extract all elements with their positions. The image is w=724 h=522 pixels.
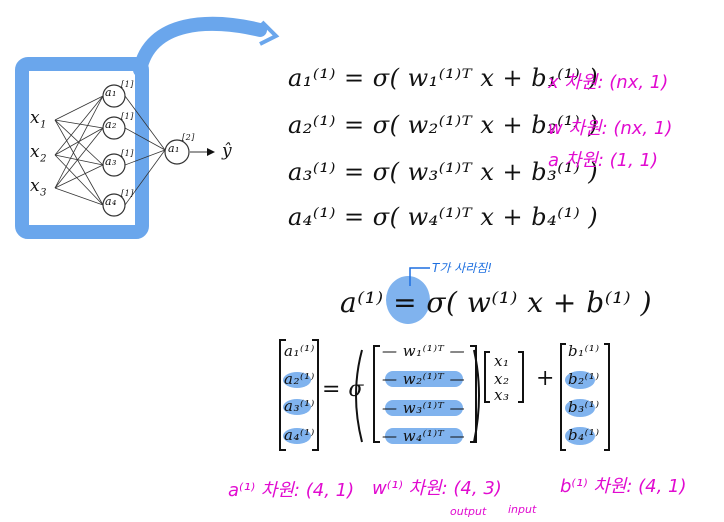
- hidden-sup-4: [1]: [121, 189, 134, 198]
- input-x1: x1: [30, 108, 47, 131]
- hidden-node-4-label: a₄: [105, 195, 117, 208]
- b-col-1: b₁⁽¹⁾: [568, 342, 600, 360]
- b-shape-note: b⁽¹⁾ 차원: (4, 1): [560, 476, 687, 497]
- vectorized-equation: a⁽¹⁾ = σ( w⁽¹⁾ x + b⁽¹⁾ ): [340, 286, 652, 319]
- hidden-sup-1: [1]: [121, 80, 134, 89]
- plus-sign: +: [536, 366, 555, 391]
- matrix-brackets: [279, 339, 610, 451]
- transpose-note: T가 사라짐!: [432, 261, 493, 275]
- a-col-4: a₄⁽¹⁾: [284, 426, 315, 444]
- hidden-node-1-label: a₁: [105, 86, 117, 99]
- w-row-3: — w₃⁽¹⁾ᵀ —: [382, 399, 466, 417]
- x-col-2: x₂: [494, 370, 510, 388]
- w-row-1: — w₁⁽¹⁾ᵀ —: [382, 342, 466, 360]
- equals-sigma: = σ: [322, 377, 364, 402]
- a-dimension-note: a 차원: (1, 1): [548, 150, 659, 171]
- output-sup: [2]: [182, 133, 195, 142]
- transpose-note-arrow: [409, 267, 430, 286]
- output-node: [164, 139, 190, 165]
- highlight-blobs: [283, 276, 595, 445]
- highlight-arrow: [133, 16, 267, 77]
- hidden-node-3-label: a₃: [105, 155, 117, 168]
- hidden-sup-3: [1]: [121, 149, 134, 158]
- output-node-label: a₁: [168, 142, 180, 155]
- a-col-3: a₃⁽¹⁾: [284, 397, 315, 415]
- highlight-arrow-head: [259, 20, 280, 46]
- w-dimension-note: w 차원: (nx, 1): [548, 118, 673, 139]
- b-col-4: b₄⁽¹⁾: [568, 426, 600, 444]
- x-col-1: x₁: [494, 352, 510, 370]
- input-hidden-connections: [54, 95, 104, 206]
- input-x2: x2: [30, 142, 47, 165]
- w-row-4: — w₄⁽¹⁾ᵀ —: [382, 427, 466, 445]
- equation-3: a₃⁽¹⁾ = σ( w₃⁽¹⁾ᵀ x + b₃⁽¹⁾ ): [288, 158, 599, 186]
- prediction-y-hat: ŷ: [222, 141, 233, 161]
- a-col-2: a₂⁽¹⁾: [284, 370, 315, 388]
- x-dimension-note: x 차원: (nx, 1): [548, 72, 669, 93]
- w-shape-note: w⁽¹⁾ 차원: (4, 3): [372, 478, 502, 499]
- equation-4: a₄⁽¹⁾ = σ( w₄⁽¹⁾ᵀ x + b₄⁽¹⁾ ): [288, 203, 599, 231]
- a-shape-note: a⁽¹⁾ 차원: (4, 1): [228, 480, 355, 501]
- b-col-3: b₃⁽¹⁾: [568, 398, 600, 416]
- w-row-2: — w₂⁽¹⁾ᵀ —: [382, 370, 466, 388]
- output-label: output: [450, 505, 487, 518]
- hidden-node-2-label: a₂: [105, 118, 117, 131]
- input-label: input: [508, 503, 537, 516]
- equation-1: a₁⁽¹⁾ = σ( w₁⁽¹⁾ᵀ x + b₁⁽¹⁾ ): [288, 64, 599, 92]
- x-col-3: x₃: [494, 386, 510, 404]
- hidden-output-connections: [124, 95, 166, 206]
- b-col-2: b₂⁽¹⁾: [568, 370, 600, 388]
- a-col-1: a₁⁽¹⁾: [284, 342, 315, 360]
- hidden-nodes: [102, 84, 126, 217]
- hidden-sup-2: [1]: [121, 112, 134, 121]
- equation-2: a₂⁽¹⁾ = σ( w₂⁽¹⁾ᵀ x + b₂⁽¹⁾ ): [288, 111, 599, 139]
- highlight-box: [15, 57, 149, 239]
- input-x3: x3: [30, 176, 47, 199]
